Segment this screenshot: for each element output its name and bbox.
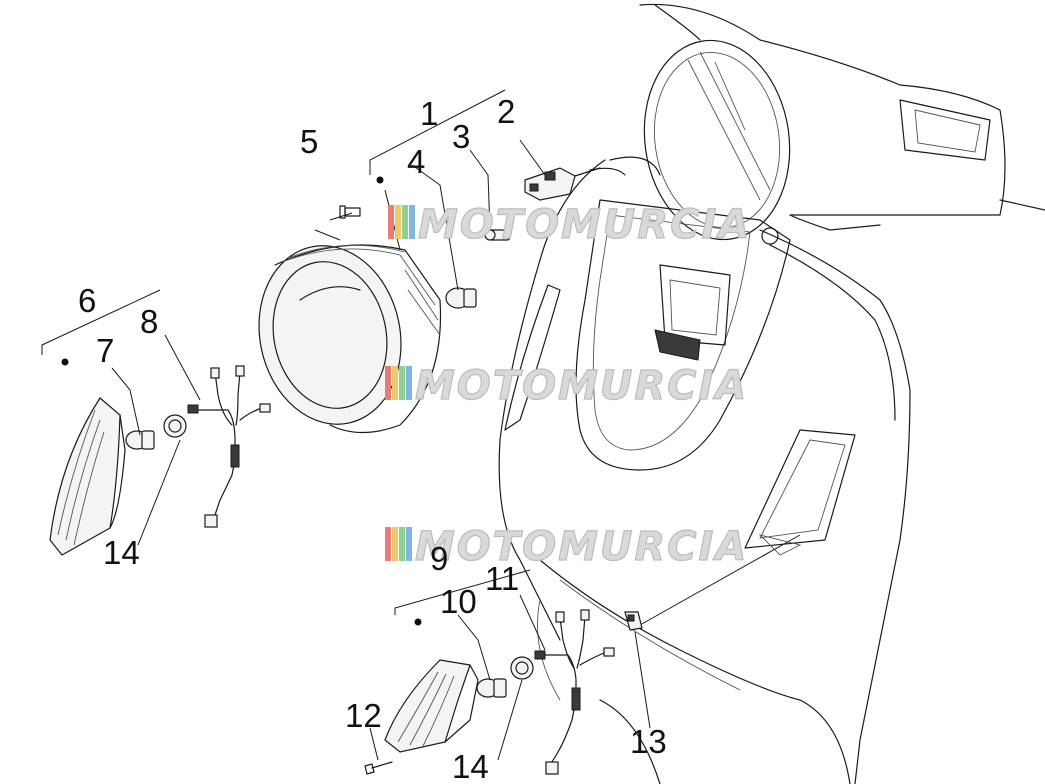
callout-12: 12: [345, 697, 382, 734]
callout-1: 1: [420, 95, 438, 132]
left-indicator-assembly: [41, 289, 271, 556]
callout-4: 4: [407, 143, 425, 180]
watermark-text: MOTOMURCIA: [415, 524, 748, 570]
callout-5: 5: [300, 123, 318, 160]
callout-labels: 1 2 3 4 5 6 7 8 9 10 11 12 13 14 14: [78, 93, 667, 784]
callout-13: 13: [630, 723, 667, 760]
watermark-text: MOTOMURCIA: [418, 202, 751, 248]
callout-14-right: 14: [452, 748, 489, 784]
callout-7: 7: [96, 332, 114, 369]
callout-2: 2: [497, 93, 515, 130]
group1-leaders: [384, 139, 546, 291]
callout-3: 3: [452, 118, 470, 155]
callout-14-left: 14: [103, 534, 140, 571]
scooter-front-shield: [498, 3, 1045, 784]
headlight-assembly: [258, 89, 626, 434]
callout-10: 10: [440, 583, 477, 620]
watermark-bottom: MOTOMURCIA: [385, 523, 748, 571]
callout-8: 8: [140, 303, 158, 340]
callout-6: 6: [78, 282, 96, 319]
watermark-top: MOTOMURCIA: [388, 201, 751, 249]
watermark-text: MOTOMURCIA: [415, 363, 748, 409]
watermark-middle: MOTOMURCIA: [385, 362, 748, 410]
callout-9: 9: [430, 540, 448, 577]
callout-11: 11: [485, 560, 519, 597]
right-indicator-assembly: [364, 569, 651, 775]
